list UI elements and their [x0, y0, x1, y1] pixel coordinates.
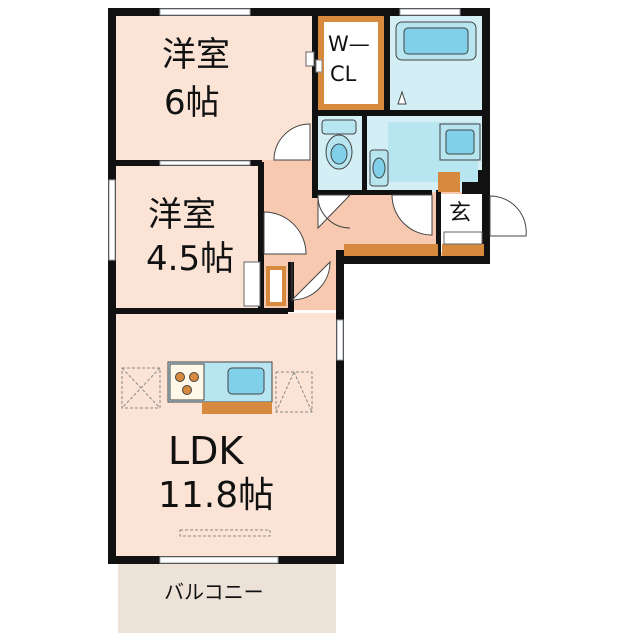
kitchen-counter: [167, 361, 273, 414]
entrance-step: [443, 231, 483, 245]
western-room-6-size: 6帖: [164, 83, 220, 123]
door-swing-icon: [263, 123, 527, 302]
western-room-45-floor: [115, 166, 260, 309]
western-room-45-size: 4.5帖: [146, 239, 235, 279]
closet-shelf: [305, 51, 315, 67]
washbasin-icon: [369, 149, 389, 187]
balcony-floor: [118, 563, 336, 633]
toilet-icon: [321, 119, 357, 170]
balcony-label: バルコニー: [164, 580, 264, 604]
ldk-name: LDK: [168, 429, 244, 473]
kitchen-sink-icon: [227, 367, 265, 395]
walls: [108, 8, 490, 564]
walk-in-closet-label-2: CL: [330, 62, 357, 86]
closet-door-mark: [315, 59, 323, 73]
refrigerator-space-icon: [121, 367, 161, 409]
western-room-6-floor: [115, 10, 315, 162]
western-room-45-name: 洋室: [148, 195, 216, 235]
entrance-label: 玄: [449, 201, 472, 226]
stove-icon: [169, 363, 205, 401]
bath-door-icon: [397, 90, 407, 105]
closet-45-inner: [270, 270, 282, 302]
walk-in-closet-label-1: W—: [328, 32, 370, 56]
shoe-cabinet-2: [442, 244, 484, 256]
western-room-6-name: 洋室: [162, 35, 230, 75]
walk-in-closet-inner: [324, 22, 378, 104]
dashed-rail: [179, 529, 271, 537]
closet-small: [243, 261, 261, 307]
washing-machine-icon: [439, 123, 481, 161]
windows: [108, 8, 461, 564]
storage-space-icon: [275, 371, 313, 413]
ldk-floor: [115, 313, 338, 559]
washroom-cabinet: [438, 172, 460, 192]
shoe-cabinet: [344, 244, 438, 256]
ldk-size: 11.8帖: [158, 475, 275, 516]
